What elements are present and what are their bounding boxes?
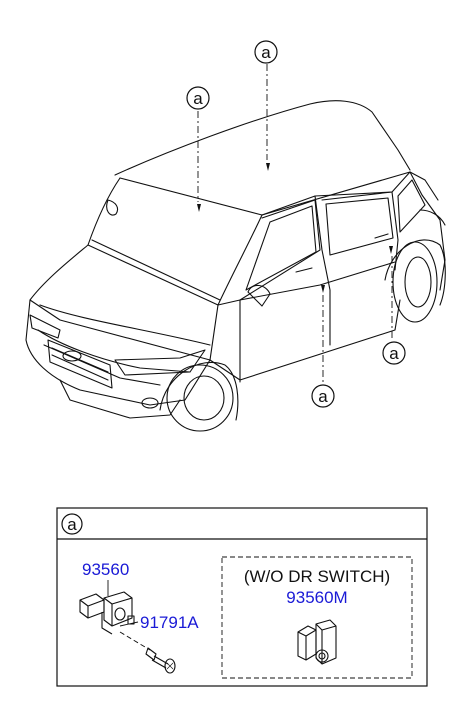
callout-circle	[254, 40, 278, 64]
callout-label: a	[193, 89, 203, 108]
part-number-93560M: 93560M	[286, 588, 347, 607]
callout-right: a	[382, 341, 406, 365]
part-number-93560: 93560	[82, 560, 129, 579]
callout-circle	[186, 86, 210, 110]
callout-label: a	[261, 43, 271, 62]
screw-drawing	[145, 647, 176, 674]
car-illustration	[25, 100, 446, 432]
callout-left: a	[186, 86, 210, 110]
callout-top: a	[254, 40, 278, 64]
legend-header-label: a	[67, 515, 77, 534]
leader-lines	[197, 64, 393, 382]
callout-circle	[311, 384, 335, 408]
door-sensor-drawing	[297, 619, 337, 665]
without-switch-note: (W/O DR SWITCH)	[244, 567, 390, 586]
legend-header-circle	[61, 513, 83, 535]
callout-bottom: a	[311, 384, 335, 408]
screw-assembly-line	[119, 631, 151, 651]
part-number-91791A: 91791A	[140, 613, 199, 632]
without-switch-box	[221, 556, 413, 679]
callout-label: a	[389, 344, 399, 363]
callout-circle	[382, 341, 406, 365]
callout-label: a	[318, 387, 328, 406]
switch-locations	[197, 163, 393, 293]
legend-box: a (W/O DR SWITCH) 93560M 93560 91791A	[56, 507, 428, 687]
